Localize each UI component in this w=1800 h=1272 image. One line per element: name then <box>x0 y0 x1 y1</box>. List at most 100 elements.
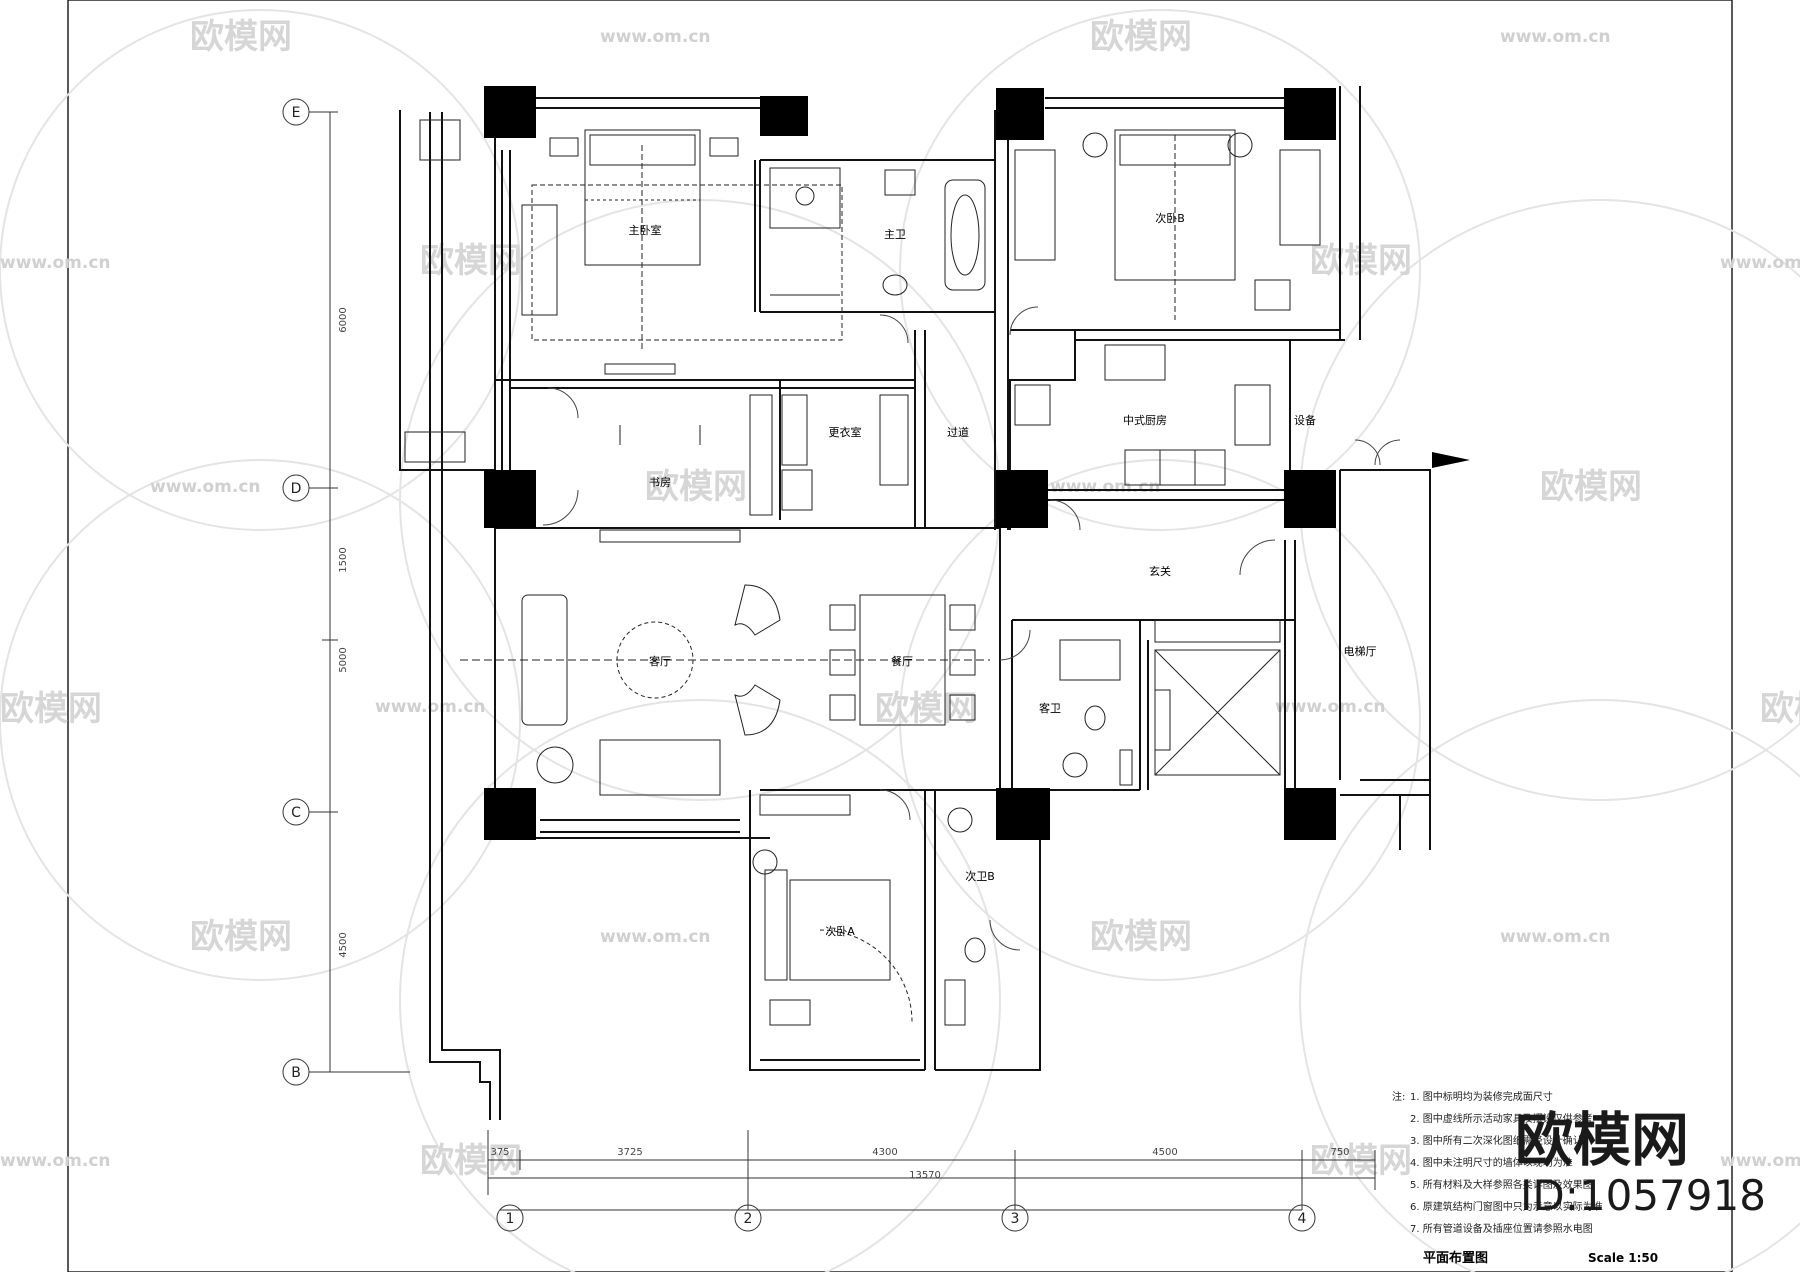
watermark-brand: 欧模网 <box>0 689 102 729</box>
room-label-dining: 餐厅 <box>891 654 913 668</box>
note-line: 2. 图中虚线所示活动家具及摆设仅供参考 <box>1410 1112 1593 1125</box>
entry-marker <box>1432 452 1470 468</box>
kitchen-fixtures <box>1014 344 1271 486</box>
watermark-brand: 欧模网 <box>875 689 977 729</box>
room-label-elevator-hall: 电梯厅 <box>1344 645 1377 658</box>
living-dining-furniture <box>460 584 990 796</box>
svg-text:www.om.cn: www.om.cn <box>1275 697 1386 717</box>
axis-label-3: 3 <box>1011 1211 1020 1227</box>
room-label-corridor: 过道 <box>947 425 969 439</box>
watermark-brand-large: 欧模网 <box>1515 1106 1689 1174</box>
sheet-border <box>67 0 1733 1272</box>
row-axis-labels: E D C B <box>291 105 302 1081</box>
row-axis-markers <box>282 98 410 1086</box>
structural-columns <box>484 86 1470 840</box>
column <box>1284 788 1336 840</box>
note-line: 6. 原建筑结构门窗图中只为示意以实际为准 <box>1410 1200 1603 1213</box>
axis-bubble <box>496 1204 524 1232</box>
watermark-pattern <box>0 9 1800 1272</box>
total-dimension: 13570 <box>909 1170 941 1181</box>
svg-text:4300: 4300 <box>872 1147 897 1158</box>
svg-text:www.om.cn: www.om.cn <box>600 927 711 947</box>
room-label-living: 客厅 <box>649 654 671 668</box>
bedroom-a-furniture <box>752 794 913 1026</box>
axis-label-e: E <box>292 105 301 121</box>
horizontal-dimensions <box>487 1130 1376 1211</box>
axis-label-d: D <box>291 481 302 497</box>
master-bedroom-furniture <box>521 129 843 375</box>
axis-label-1: 1 <box>506 1211 515 1227</box>
room-label-second-bath: 次卫B <box>965 869 995 883</box>
room-label-equipment: 设备 <box>1294 413 1316 427</box>
closet-fixtures <box>781 394 909 511</box>
svg-text:www.om.cn: www.om.cn <box>600 27 711 47</box>
svg-text:6000: 6000 <box>338 307 349 332</box>
room-label-master-bedroom: 主卧室 <box>629 223 662 237</box>
watermark-urls: www.om.cn www.om.cn www.om.cn www.om.cn … <box>0 27 1800 1171</box>
svg-text:375: 375 <box>490 1147 509 1158</box>
svg-text:4500: 4500 <box>338 932 349 957</box>
room-label-kitchen: 中式厨房 <box>1123 414 1167 427</box>
master-bath-fixtures <box>769 167 986 296</box>
column <box>996 470 1048 528</box>
watermark-brand: 欧模网 <box>1540 467 1642 507</box>
svg-text:www.om.cn: www.om.cn <box>1500 27 1611 47</box>
note-line: 7. 所有管道设备及插座位置请参照水电图 <box>1410 1222 1593 1235</box>
study-furniture <box>404 119 773 543</box>
axis-label-c: C <box>291 805 301 821</box>
svg-text:750: 750 <box>1330 1147 1349 1158</box>
axis-bubble <box>1288 1204 1316 1232</box>
axis-label-b: B <box>291 1065 301 1081</box>
vertical-dimensions <box>322 111 338 1073</box>
watermark-texts: 欧模网 欧模网 欧模网 欧模网 欧模网 欧模网 欧模网 欧模网 欧模网 欧模网 … <box>0 17 1800 1181</box>
watermark-brand: 欧模网 <box>190 917 292 957</box>
horizontal-dimension-texts: 375 3725 4300 4500 750 13570 <box>490 1147 1349 1181</box>
svg-text:4500: 4500 <box>1152 1147 1177 1158</box>
column <box>760 96 808 136</box>
room-label-bedroom-b: 次卧B <box>1155 211 1185 225</box>
room-label-master-bath: 主卫 <box>884 228 906 241</box>
watermark-brand: 欧模网 <box>645 467 747 507</box>
column <box>996 88 1044 140</box>
drawing-scale: Scale 1:50 <box>1588 1251 1658 1265</box>
svg-text:www.om.cn: www.om.cn <box>1050 477 1161 497</box>
svg-text:www.om.cn: www.om.cn <box>1500 927 1611 947</box>
note-line: 5. 所有材料及大样参照各类详图及效果图 <box>1410 1178 1593 1191</box>
room-label-guest-bath: 客卫 <box>1039 701 1061 715</box>
column <box>996 788 1050 840</box>
watermark-brand: 欧模网 <box>1310 1141 1412 1181</box>
svg-text:www.om.cn: www.om.cn <box>1720 1151 1800 1171</box>
watermark-brand: 欧模网 <box>1090 917 1192 957</box>
room-label-study: 书房 <box>649 476 671 489</box>
column <box>1284 470 1336 528</box>
svg-text:www.om.cn: www.om.cn <box>0 253 111 273</box>
axis-label-2: 2 <box>744 1211 753 1227</box>
column-axis-markers <box>496 1204 1316 1232</box>
note-line: 3. 图中所有二次深化图纸需经设计确认 <box>1410 1134 1583 1147</box>
room-label-closet: 更衣室 <box>829 425 862 439</box>
watermark-brand: 欧模网 <box>190 17 292 57</box>
notes-block: 注: 1. 图中标明均为装修完成面尺寸 2. 图中虚线所示活动家具及摆设仅供参考… <box>1392 1090 1603 1235</box>
svg-text:1500: 1500 <box>338 547 349 572</box>
svg-text:5000: 5000 <box>338 647 349 672</box>
svg-text:www.om.cn: www.om.cn <box>0 1151 111 1171</box>
door-swings <box>542 306 1401 951</box>
column <box>484 86 536 138</box>
axis-bubble <box>734 1204 762 1232</box>
foyer-fixtures <box>1154 619 1281 776</box>
watermark-id: ID:1057918 <box>1520 1171 1766 1220</box>
watermark-brand: 欧模网 <box>1760 689 1800 729</box>
axis-label-4: 4 <box>1298 1211 1307 1227</box>
outer-walls <box>399 86 1431 1120</box>
watermark-brand: 欧模网 <box>420 1141 522 1181</box>
bedroom-b-furniture <box>1014 129 1321 320</box>
svg-text:3725: 3725 <box>617 1147 642 1158</box>
watermark-brand: 欧模网 <box>1090 17 1192 57</box>
column <box>484 788 536 840</box>
second-bath-fixtures <box>944 807 986 1026</box>
svg-text:www.om.cn: www.om.cn <box>1720 253 1800 273</box>
drawing-title: 平面布置图 <box>1423 1250 1488 1266</box>
notes-prefix: 注: <box>1392 1090 1405 1103</box>
watermark-brand: 欧模网 <box>420 241 522 281</box>
